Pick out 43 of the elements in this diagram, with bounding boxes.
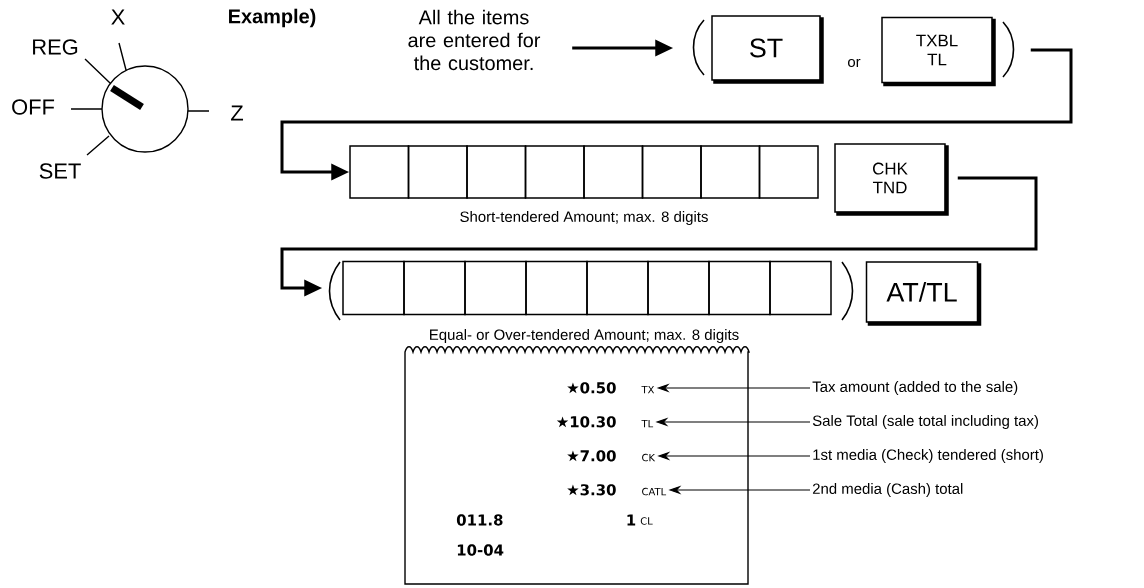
mode-label: SET <box>39 163 81 179</box>
key: ST <box>711 15 824 84</box>
digit-box <box>342 260 405 316</box>
key: CHK TND <box>834 143 949 216</box>
instruction-text: All the items are entered for the customer. <box>408 9 541 71</box>
digit-box <box>647 260 710 316</box>
mode-label: REG <box>33 39 78 55</box>
mode-label: OFF <box>12 99 55 115</box>
mode-label: X <box>111 9 125 25</box>
heading: Example) <box>229 8 316 28</box>
digit-box <box>700 145 761 199</box>
receipt-line: ★10.30 TL <box>556 416 654 428</box>
digit-box <box>525 260 588 316</box>
receipt-text: 1 <box>627 514 636 526</box>
annotation-text: Tax amount (added to the sale) <box>812 381 1018 395</box>
digit-box <box>403 260 466 316</box>
connector-word: or <box>848 58 861 68</box>
receipt-text: 011.8 <box>456 514 503 526</box>
annotation-text: Sale Total (sale total including tax) <box>812 415 1038 429</box>
key: AT/TL <box>865 261 982 326</box>
receipt-text: CL <box>640 517 653 525</box>
digit-box <box>586 260 649 316</box>
mode-label: Z <box>231 105 243 121</box>
receipt-line: ★0.50 TX <box>567 382 655 394</box>
receipt-line: ★3.30 CATL <box>567 484 667 496</box>
digit-box <box>349 145 410 199</box>
annotation-text: 2nd media (Cash) total <box>812 483 963 497</box>
receipt <box>404 346 750 585</box>
annotation-text: 1st media (Check) tendered (short) <box>813 449 1043 463</box>
digit-box <box>407 145 468 199</box>
digit-box <box>583 145 644 199</box>
digit-box <box>466 145 527 199</box>
receipt-line: ★7.00 CK <box>567 450 656 462</box>
field-caption: Short-tendered Amount; max. 8 digits <box>460 211 708 225</box>
digit-box <box>464 260 527 316</box>
field-caption: Equal- or Over-tendered Amount; max. 8 digits <box>430 329 739 343</box>
key: TXBL TL <box>881 16 996 87</box>
digit-box <box>758 145 819 199</box>
receipt-text: 10-04 <box>457 544 504 556</box>
digit-box <box>708 260 771 316</box>
digit-box <box>769 260 832 316</box>
digit-box <box>641 145 702 199</box>
digit-box <box>524 145 585 199</box>
